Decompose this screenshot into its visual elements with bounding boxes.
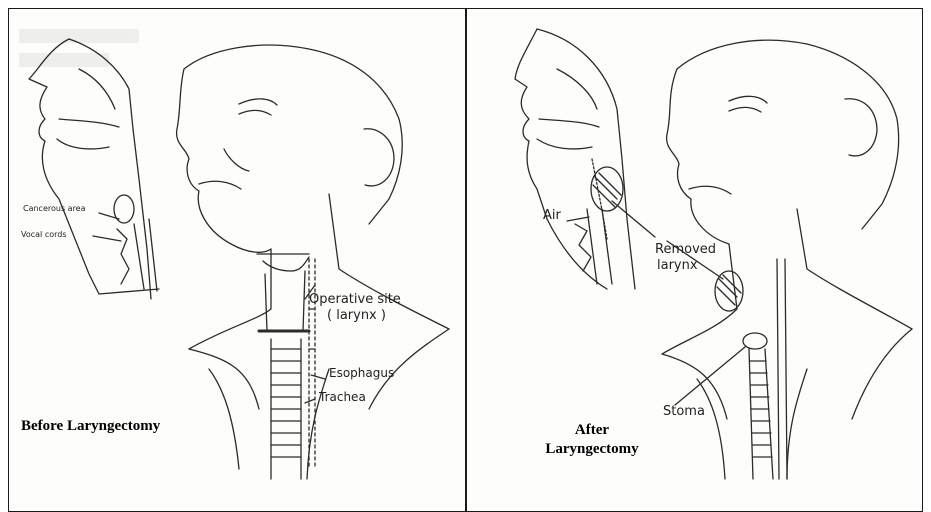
operative-site-larynx-label: ( larynx ) (327, 309, 386, 322)
after-caption: After Laryngectomy (507, 421, 677, 459)
before-panel: Cancerous area Vocal cords Operative sit… (8, 8, 466, 512)
stoma-trachea (743, 259, 787, 479)
air-label: Air (543, 209, 561, 222)
after-panel: Air Removed larynx Stoma After Laryngect… (466, 8, 923, 512)
trachea-label: Trachea (319, 391, 366, 403)
sagittal-inset (29, 39, 159, 299)
after-caption-line2: Laryngectomy (507, 440, 677, 459)
stoma-label: Stoma (663, 405, 705, 418)
neck-and-shoulders (189, 194, 449, 479)
sagittal-inset (515, 29, 635, 289)
head-profile (177, 45, 403, 252)
before-caption: Before Laryngectomy (21, 417, 160, 436)
head-profile (667, 40, 899, 244)
neck-anatomy-before-illustration (9, 9, 466, 512)
faded-background-text (19, 29, 139, 67)
larynx-label: larynx (657, 259, 698, 272)
label-leader-lines (93, 213, 325, 403)
after-caption-line1: After (507, 421, 677, 440)
operative-site-label: Operative site (309, 293, 401, 306)
esophagus-label: Esophagus (329, 367, 394, 379)
vocal-cords-label: Vocal cords (21, 231, 67, 239)
cancerous-area-label: Cancerous area (23, 205, 101, 213)
larynx-trachea (257, 254, 315, 479)
removed-label: Removed (655, 243, 716, 256)
